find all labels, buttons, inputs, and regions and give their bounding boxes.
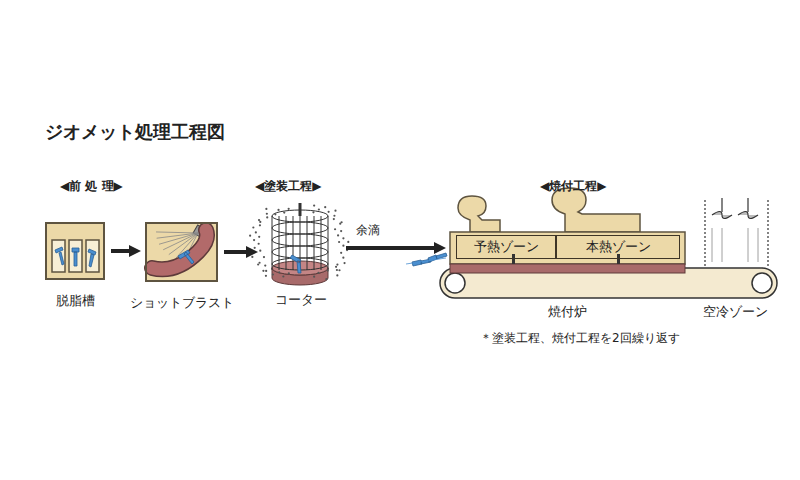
process-station: 脱脂槽 [45,222,105,280]
note: ＊塗装工程、焼付工程を2回繰り返す [480,330,680,347]
cooling-fan [705,198,768,266]
bolt-parts [412,253,447,266]
section-header: ◀焼付工程▶ [540,178,606,195]
section-header: ◀前 処 理▶ [60,178,123,195]
station-name: ショットブラスト [130,294,234,312]
diagram-title: ジオメット処理工程図 [45,120,225,144]
blast-drum [152,230,207,269]
flow-arrow [346,246,440,250]
blast-drum-edge [152,230,207,269]
furnace-heat-band [450,264,685,273]
tank-baskets [52,240,99,272]
bolt-part [178,250,194,264]
drip-dots [249,204,349,280]
furnace-body [450,232,685,264]
station-name: 予熱ゾーン [474,238,539,256]
process-station: ショットブラスト [145,222,218,282]
coater-cage [272,203,328,285]
station-name: 脱脂槽 [56,292,95,310]
process-station: 空冷ゾーン [690,200,780,287]
furnace-chimneys [458,188,640,232]
process-station: 焼付炉予熱ゾーン本熱ゾーン [450,232,685,287]
bolt-parts [55,247,96,267]
furnace-zone: 予熱ゾーン [456,235,556,259]
flow-arrow [111,249,135,253]
drip-label: 余滴 [356,222,380,239]
section-header: ◀塗装工程▶ [255,178,321,195]
conveyor-roller [752,273,772,293]
tank-fill [45,222,105,280]
furnace-sensors [512,254,620,264]
blast-fill [145,222,218,282]
feed-line [406,258,446,264]
process-station: コーター [262,205,340,285]
flow-arrow [224,250,252,254]
station-name: コーター [275,291,327,309]
conveyor-roller [445,273,465,293]
station-name: 空冷ゾーン [703,303,768,321]
furnace-zone: 本熱ゾーン [556,235,680,259]
station-name: 本熱ゾーン [586,238,651,256]
station-name: 焼付炉 [548,303,587,321]
